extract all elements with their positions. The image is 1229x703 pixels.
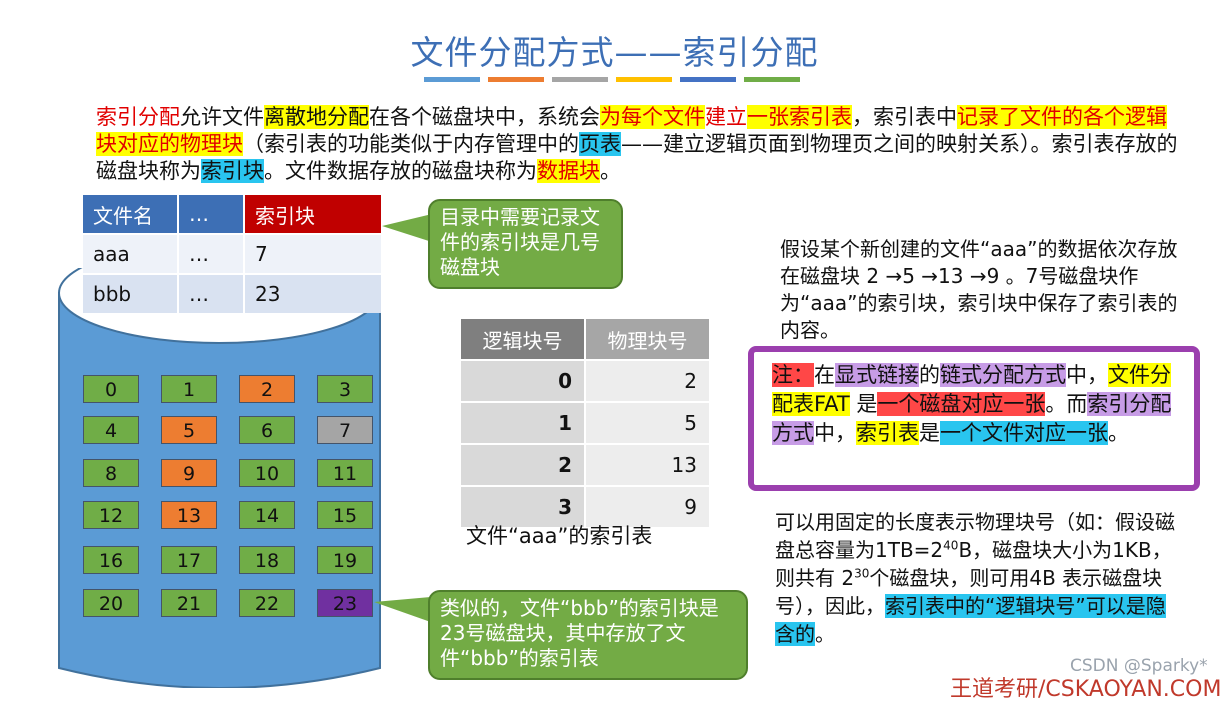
intro-text: 建立: [705, 105, 747, 129]
table-cell: aaa: [83, 234, 178, 274]
title-bar-segment: [616, 77, 672, 82]
fixed-segment: 。: [815, 622, 835, 646]
intro-highlight: 一张索引表: [747, 105, 852, 129]
directory-header: 文件名: [83, 195, 178, 234]
disk-block: 20: [83, 589, 139, 617]
disk-block: 2: [239, 375, 295, 403]
title-bar-segment: [424, 77, 480, 82]
note-segment: 中，: [1066, 363, 1108, 387]
disk-block: 14: [239, 501, 295, 529]
disk-block: 18: [239, 546, 295, 574]
intro-text: （索引表的功能类似于内存管理中的: [243, 132, 579, 156]
table-cell: …: [178, 274, 244, 313]
note-segment: 显式链接: [835, 363, 919, 387]
note-segment: 一个磁盘对应一张: [877, 392, 1045, 416]
intro-highlight: 页表: [579, 132, 621, 156]
disk-block: 21: [161, 589, 217, 617]
disk-block: 8: [83, 459, 139, 487]
note-segment: 。而: [1045, 392, 1087, 416]
directory-table: 文件名 … 索引块 aaa … 7 bbb … 23: [83, 195, 381, 313]
note-segment: 一个文件对应一张: [940, 421, 1108, 445]
disk-block: 19: [317, 546, 373, 574]
table-cell: 0: [461, 360, 585, 402]
note-segment: 中，: [814, 421, 856, 445]
index-table-caption: 文件“aaa”的索引表: [466, 520, 652, 550]
brand-footer: 王道考研/CSKAOYAN.COM: [950, 671, 1221, 703]
disk-block: 23: [317, 589, 373, 617]
note-segment: 链式分配方式: [940, 363, 1066, 387]
intro-paragraph: 索引分配允许文件离散地分配在各个磁盘块中，系统会为每个文件建立一张索引表，索引表…: [96, 104, 1186, 185]
table-cell: bbb: [83, 274, 178, 313]
table-cell: 2: [461, 444, 585, 486]
disk-block: 5: [161, 416, 217, 444]
directory-header: 索引块: [244, 195, 381, 234]
disk-block: 11: [317, 459, 373, 487]
table-cell: 2: [585, 360, 709, 402]
note-segment: 索引表: [856, 421, 919, 445]
title-color-bars: [424, 77, 800, 82]
index-header-row: 逻辑块号 物理块号: [461, 319, 709, 360]
directory-callout: 目录中需要记录文件的索引块是几号磁盘块: [428, 199, 623, 289]
bbb-callout: 类似的，文件“bbb”的索引块是23号磁盘块，其中存放了文件“bbb”的索引表: [428, 590, 748, 680]
disk-block: 9: [161, 459, 217, 487]
intro-term: 索引分配: [96, 105, 180, 129]
index-header: 逻辑块号: [461, 319, 585, 360]
note-text: 注：在显式链接的链式分配方式中，文件分配表FAT 是一个磁盘对应一张。而索引分配…: [772, 361, 1190, 448]
note-segment: 是: [919, 421, 940, 445]
disk-block: 0: [83, 375, 139, 403]
disk-block: 4: [83, 416, 139, 444]
note-segment: 。: [1108, 421, 1129, 445]
note-segment: 的: [919, 363, 940, 387]
title-bar-segment: [552, 77, 608, 82]
disk-block: 12: [83, 501, 139, 529]
table-row: 02: [461, 360, 709, 402]
slide-title: 文件分配方式——索引分配: [0, 26, 1229, 74]
note-label: 注：: [772, 363, 814, 387]
disk-block: 3: [317, 375, 373, 403]
table-cell: 5: [585, 402, 709, 444]
table-cell: …: [178, 234, 244, 274]
directory-header: …: [178, 195, 244, 234]
intro-text: 。文件数据存放的磁盘块称为: [264, 159, 537, 183]
title-bar-segment: [744, 77, 800, 82]
intro-highlight: 索引块: [201, 159, 264, 183]
intro-text: ，索引表中: [852, 105, 957, 129]
disk-block: 22: [239, 589, 295, 617]
intro-highlight: 为每个文件: [600, 105, 705, 129]
directory-header-row: 文件名 … 索引块: [83, 195, 381, 234]
disk-block: 1: [161, 375, 217, 403]
disk-block: 16: [83, 546, 139, 574]
intro-highlight: 数据块: [537, 159, 600, 183]
disk-block: 17: [161, 546, 217, 574]
disk-block: 13: [161, 501, 217, 529]
exponent: 40: [943, 538, 958, 552]
table-cell: 13: [585, 444, 709, 486]
table-row: bbb … 23: [83, 274, 381, 313]
table-cell: 7: [244, 234, 381, 274]
intro-text: 。: [600, 159, 621, 183]
intro-text: 在各个磁盘块中，系统会: [369, 105, 600, 129]
exponent: 30: [854, 566, 869, 580]
note-segment: 在: [814, 363, 835, 387]
index-header: 物理块号: [585, 319, 709, 360]
fixed-length-text: 可以用固定的长度表示物理块号（如：假设磁盘总容量为1TB=240B，磁盘块大小为…: [775, 508, 1185, 648]
intro-highlight: 离散地分配: [264, 105, 369, 129]
table-cell: 23: [244, 274, 381, 313]
disk-block: 15: [317, 501, 373, 529]
title-bar-segment: [680, 77, 736, 82]
note-segment: 是: [850, 392, 878, 416]
table-cell: 1: [461, 402, 585, 444]
assumption-text: 假设某个新创建的文件“aaa”的数据依次存放在磁盘块 2 →5 →13 →9 。…: [780, 236, 1180, 344]
title-bar-segment: [488, 77, 544, 82]
disk-block: 7: [317, 416, 373, 444]
intro-text: 允许文件: [180, 105, 264, 129]
disk-block: 10: [239, 459, 295, 487]
table-row: aaa … 7: [83, 234, 381, 274]
disk-block: 6: [239, 416, 295, 444]
